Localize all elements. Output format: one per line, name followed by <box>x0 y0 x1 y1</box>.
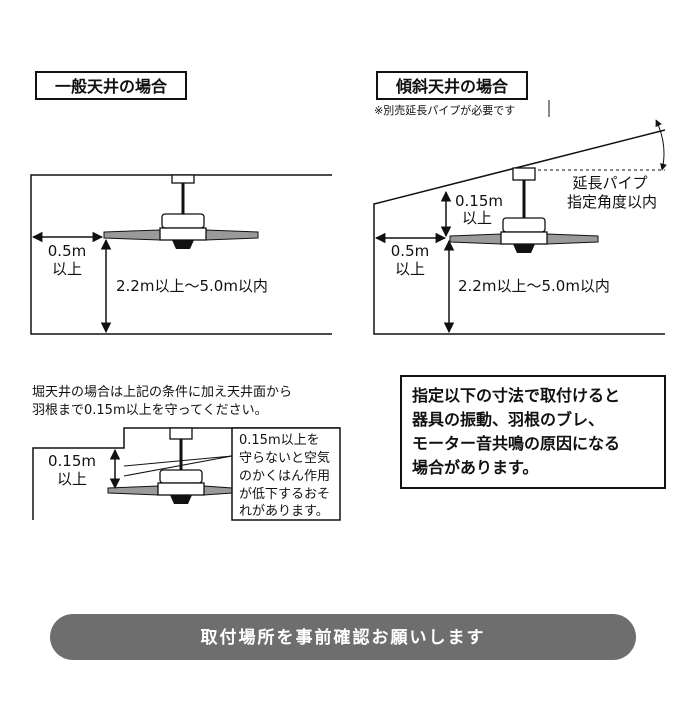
pipe-angle-line1: 延長パイプ <box>572 174 647 192</box>
warning-line: 指定以下の寸法で取付けると <box>412 386 620 405</box>
warning-line: モーター音共鳴の原因になる <box>412 434 620 453</box>
sloped-note: ※別売延長パイプが必要です <box>374 103 515 117</box>
sloped-height-range: 2.2m以上～5.0m以内 <box>458 277 610 295</box>
sloped-ceiling-panel: 傾斜天井の場合 ※別売延長パイプが必要です 延長パイプ 指定角度以内 0.15m… <box>373 71 667 335</box>
pipe-angle-arrow <box>655 119 667 171</box>
recessed-clearance: 0.15m <box>48 452 96 470</box>
sloped-title: 傾斜天井の場合 <box>395 77 509 96</box>
sloped-side-clearance: 0.5m <box>391 242 429 260</box>
recessed-intro-line1: 堀天井の場合は上記の条件に加え天井面から <box>32 384 292 400</box>
recessed-fan <box>107 427 233 504</box>
bottom-banner: 取付場所を事前確認お願いします <box>50 614 636 660</box>
warning-line: 場合があります。 <box>412 458 538 477</box>
recessed-callout-box <box>231 427 341 521</box>
sloped-top-clearance: 0.15m <box>455 192 503 210</box>
general-fan <box>103 174 259 249</box>
general-side-clearance: 0.5m <box>48 242 86 260</box>
sloped-fan <box>449 167 599 253</box>
warning-box: 指定以下の寸法で取付けると 器具の振動、羽根のブレ、 モーター音共鳴の原因になる… <box>400 375 666 489</box>
callout-line: 0.15m以上を <box>239 433 320 448</box>
callout-line: のかくはん作用 <box>239 469 330 484</box>
recessed-intro-line2: 羽根まで0.15m以上を守ってください。 <box>32 403 268 418</box>
callout-line: 守らないと空気 <box>239 450 330 466</box>
general-title: 一般天井の場合 <box>55 77 168 96</box>
callout-line: が低下するおそ <box>239 487 330 502</box>
sloped-top-clearance-suffix: 以上 <box>462 209 492 227</box>
banner-pill <box>50 614 636 660</box>
general-height-range: 2.2m以上～5.0m以内 <box>116 277 268 295</box>
recessed-outline <box>32 427 340 520</box>
pipe-angle-line2: 指定角度以内 <box>567 193 657 211</box>
sloped-title-box <box>376 71 528 100</box>
sloped-side-clearance-suffix: 以上 <box>395 260 425 278</box>
banner-text: 取付場所を事前確認お願いします <box>201 627 486 648</box>
sloped-room-outline <box>373 129 666 335</box>
general-title-box <box>35 71 187 100</box>
general-ceiling-panel: 一般天井の場合 0.5m 以上 2.2m以上～5.0m以内 <box>30 71 332 335</box>
general-side-clearance-suffix: 以上 <box>52 260 82 278</box>
recessed-ceiling-panel: 堀天井の場合は上記の条件に加え天井面から 羽根まで0.15m以上を守ってください… <box>32 384 341 521</box>
callout-line: れがあります。 <box>239 504 329 519</box>
recessed-clearance-suffix: 以上 <box>57 470 87 488</box>
warning-line: 器具の振動、羽根のブレ、 <box>411 410 604 429</box>
